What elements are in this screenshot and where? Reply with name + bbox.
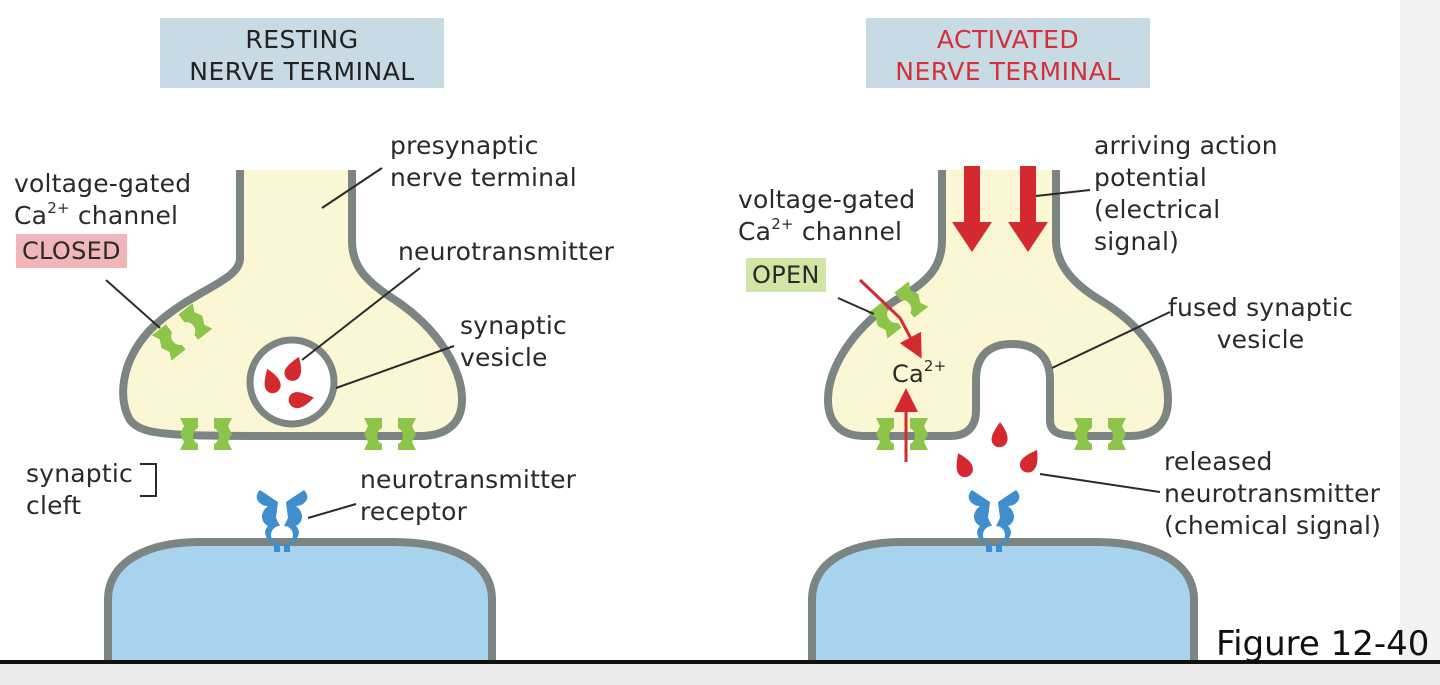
left-channel-label-line2: Ca2+ channel [14, 200, 191, 232]
presynaptic-label-line2: nerve terminal [390, 163, 577, 192]
fused-label-line1: fused synaptic [1168, 293, 1354, 322]
action-potential-label: arriving action potential (electrical si… [1094, 130, 1278, 258]
left-channel-label-line1: voltage-gated [14, 169, 192, 198]
action-label-line3: (electrical [1094, 195, 1221, 224]
synapse-diagram [104, 166, 1198, 660]
fused-vesicle-label: fused synaptic vesicle [1168, 292, 1353, 356]
vesicle-label: synaptic vesicle [460, 310, 567, 374]
fused-label-line2: vesicle [1216, 325, 1305, 354]
receptor-label-line1: neurotransmitter [360, 465, 577, 494]
activated-title: ACTIVATED NERVE TERMINAL [866, 18, 1150, 88]
presynaptic-label: presynaptic nerve terminal [390, 130, 577, 194]
neurotransmitter-label: neurotransmitter [398, 237, 615, 266]
action-label-line2: potential [1094, 163, 1208, 192]
vesicle-label-line1: synaptic [460, 311, 567, 340]
released-label-line2: neurotransmitter [1164, 479, 1381, 508]
ion-ca-text: Ca [892, 360, 924, 388]
slide-footer [0, 664, 1440, 685]
action-label-line4: signal) [1094, 227, 1180, 256]
presynaptic-label-line1: presynaptic [390, 131, 539, 160]
right-channel-label: voltage-gated Ca2+ channel [738, 184, 915, 248]
action-label-line1: arriving action [1094, 131, 1278, 160]
left-ca-text: Ca [14, 201, 48, 230]
right-presynaptic-terminal [824, 168, 1172, 440]
open-badge: OPEN [746, 258, 826, 292]
resting-title-line2: NERVE TERMINAL [189, 57, 415, 86]
right-leader-lines [837, 189, 1171, 493]
right-margin [1400, 0, 1440, 660]
synaptic-vesicle [246, 336, 338, 428]
released-label-line1: released [1164, 447, 1273, 476]
left-leader-lines [105, 167, 455, 519]
vesicle-label-line2: vesicle [460, 343, 548, 372]
cleft-label: synaptic cleft [26, 458, 133, 522]
closed-badge: CLOSED [16, 234, 127, 268]
right-channel-word: channel [793, 217, 903, 246]
activated-title-line2: NERVE TERMINAL [895, 57, 1121, 86]
left-ca-charge: 2+ [47, 198, 70, 217]
left-presynaptic-terminal [119, 168, 466, 440]
receptor-label: neurotransmitter receptor [360, 464, 576, 528]
ion-ca-charge: 2+ [923, 357, 947, 375]
right-channel-label-line1: voltage-gated [738, 185, 916, 214]
activated-title-line1: ACTIVATED [936, 25, 1080, 54]
calcium-influx-arrows [858, 278, 922, 462]
figure-label: Figure 12-40 [1216, 624, 1430, 664]
right-postsynaptic-cell [808, 538, 1198, 660]
right-ca-text: Ca [738, 217, 772, 246]
receptor-label-line2: receptor [360, 497, 468, 526]
cleft-label-line2: cleft [26, 491, 82, 520]
calcium-ion-label: Ca2+ [892, 358, 946, 390]
released-label-line3: (chemical signal) [1164, 511, 1382, 540]
resting-title: RESTING NERVE TERMINAL [160, 18, 444, 88]
cleft-label-line1: synaptic [26, 459, 133, 488]
right-ca-charge: 2+ [771, 214, 794, 233]
resting-title-line1: RESTING [245, 25, 359, 54]
left-postsynaptic-cell [104, 538, 496, 660]
left-channel-word: channel [69, 201, 179, 230]
right-channel-label-line2: Ca2+ channel [738, 216, 915, 248]
left-channel-label: voltage-gated Ca2+ channel [14, 168, 191, 232]
action-potential-arrows [952, 166, 1048, 252]
slide-bottom-rule [0, 660, 1440, 664]
released-label: released neurotransmitter (chemical sign… [1164, 446, 1381, 542]
